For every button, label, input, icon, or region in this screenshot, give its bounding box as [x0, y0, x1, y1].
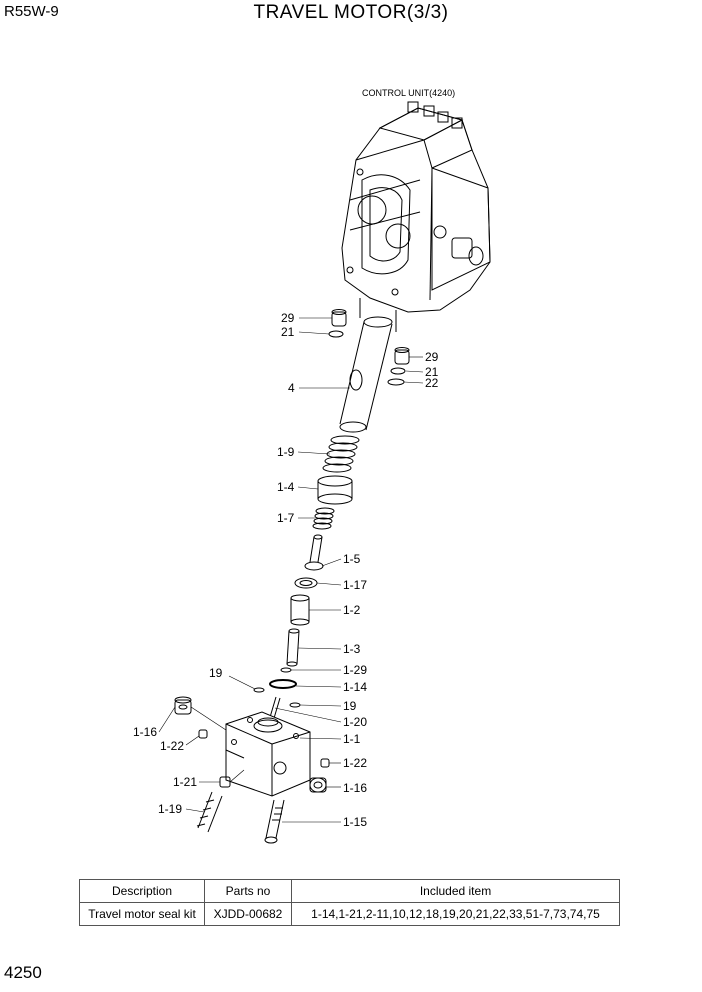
o-ring-part-19-right [289, 702, 301, 708]
page-number: 4250 [4, 963, 42, 982]
cell-parts-no: XJDD-00682 [204, 902, 292, 926]
plug-part-1-22-right [320, 758, 330, 768]
assembly-label: CONTROL UNIT(4240) [362, 88, 455, 98]
callout-label: 1-4 [277, 480, 295, 494]
pin-part-1-5 [304, 534, 324, 571]
plug-part-29-left [328, 309, 347, 338]
callout-label: 1-14 [343, 680, 367, 694]
seal-kit-table: Description Parts no Included item Trave… [79, 879, 620, 926]
callout-label: 1-9 [277, 445, 295, 459]
callout-label: 1-17 [343, 578, 367, 592]
callout-label: 1-16 [133, 725, 157, 739]
plug-part-29-right [387, 347, 410, 386]
o-ring-part-1-29 [280, 667, 292, 673]
callout-label: 1-20 [343, 715, 367, 729]
spool-part-4 [339, 316, 393, 433]
column-header-description: Description [79, 879, 205, 903]
callout-label: 22 [425, 376, 439, 390]
control-unit-housing [341, 101, 491, 332]
callout-label: 29 [425, 350, 439, 364]
callout-label: 1-21 [173, 775, 197, 789]
callout-label: 1-22 [343, 756, 367, 770]
o-ring-part-19-left [253, 687, 265, 693]
table-row: Travel motor seal kit XJDD-00682 1-14,1-… [79, 902, 620, 926]
screw-part-1-19 [196, 791, 223, 833]
spring-part-1-7 [312, 507, 335, 530]
valve-body-part-1-1 [225, 711, 311, 797]
callout-label: 1-19 [158, 802, 182, 816]
callout-label: 1-15 [343, 815, 367, 829]
screw-part-1-15 [264, 799, 285, 844]
plug-part-1-16-right [309, 777, 327, 793]
o-ring-part-1-14 [269, 679, 297, 689]
callout-label: 19 [343, 699, 357, 713]
plug-part-1-16-left [174, 696, 192, 715]
page-title: TRAVEL MOTOR(3/3) [253, 2, 449, 23]
callout-label: 19 [209, 666, 223, 680]
callout-label: 21 [281, 325, 295, 339]
callout-label: 1-16 [343, 781, 367, 795]
model-code: R55W-9 [4, 3, 59, 20]
column-header-parts-no: Parts no [204, 879, 292, 903]
washer-part-1-17 [294, 577, 318, 589]
callout-label: 1-1 [343, 732, 361, 746]
callout-label: 21 [425, 365, 439, 379]
callout-label: 1-5 [343, 552, 361, 566]
sleeve-part-1-4 [317, 475, 353, 505]
callout-label: 1-29 [343, 663, 367, 677]
plunger-part-1-3 [286, 628, 300, 667]
callout-label: 1-7 [277, 511, 295, 525]
column-header-included-item: Included item [291, 879, 620, 903]
cell-included-item: 1-14,1-21,2-11,10,12,18,19,20,21,22,33,5… [291, 902, 620, 926]
cell-description: Travel motor seal kit [79, 902, 205, 926]
callout-label: 1-3 [343, 642, 361, 656]
callout-label: 1-22 [160, 739, 184, 753]
callout-label: 29 [281, 311, 295, 325]
callout-label: 4 [288, 381, 295, 395]
table-header-row: Description Parts no Included item [79, 879, 620, 903]
callout-label: 1-2 [343, 603, 361, 617]
plug-part-1-22-left [198, 729, 208, 739]
sleeve-part-1-2 [290, 594, 310, 626]
